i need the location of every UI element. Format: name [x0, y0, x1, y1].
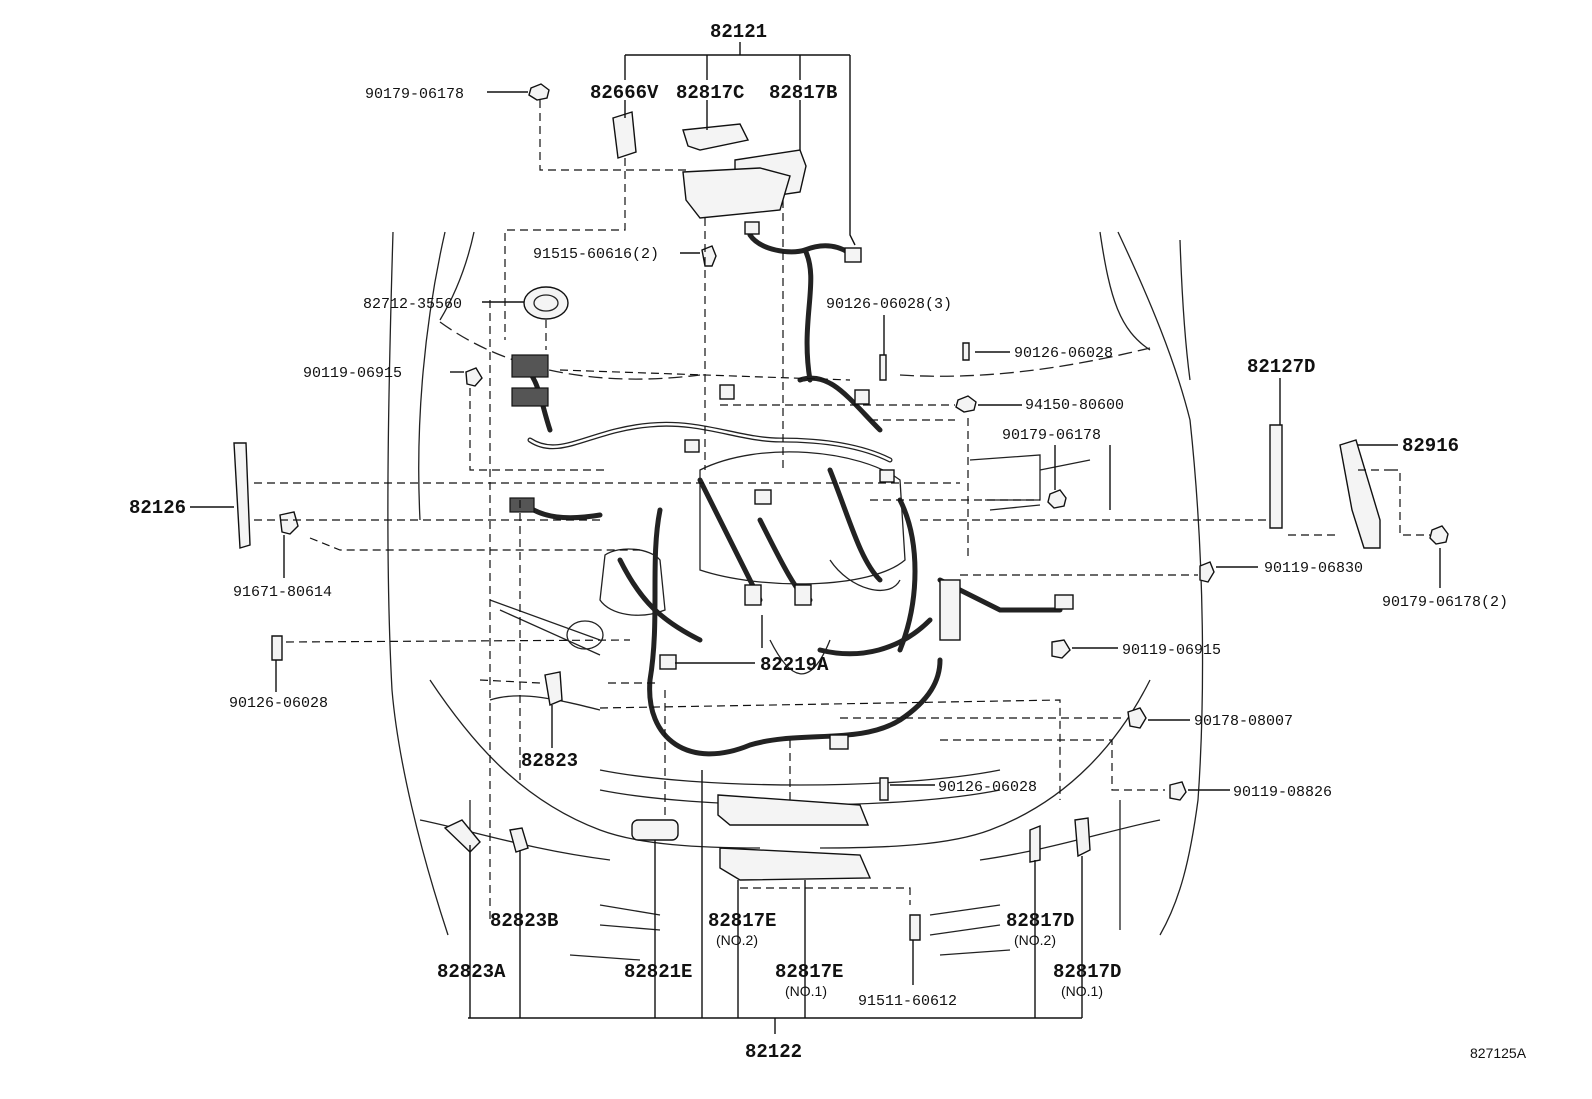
label-82122: 82122 [745, 1041, 802, 1063]
label-82666v: 82666V [590, 82, 659, 104]
label-82821e: 82821E [624, 961, 692, 983]
label-90119-06915-right: 90119-06915 [1122, 642, 1221, 659]
label-82823b: 82823B [490, 910, 558, 932]
label-90126-06028-left: 90126-06028 [229, 695, 328, 712]
label-90126-06028-3: 90126-06028(3) [826, 296, 952, 313]
label-91515-60616: 91515-60616(2) [533, 246, 659, 263]
label-82817c: 82817C [676, 82, 744, 104]
label-90178-08007: 90178-08007 [1194, 713, 1293, 730]
label-91671-80614: 91671-80614 [233, 584, 332, 601]
label-91511-60612: 91511-60612 [858, 993, 957, 1010]
label-82712-35560: 82712-35560 [363, 296, 462, 313]
leader-lines [190, 42, 1441, 1034]
label-82823a: 82823A [437, 961, 506, 983]
label-82817d-no1: 82817D [1053, 961, 1121, 983]
label-82817d-no2: 82817D [1006, 910, 1074, 932]
label-82817b: 82817B [769, 82, 837, 104]
label-82817d-no2-note: (NO.2) [1014, 932, 1056, 948]
label-90119-06915-left: 90119-06915 [303, 365, 402, 382]
label-94150-80600: 94150-80600 [1025, 397, 1124, 414]
label-90179-06178-mid: 90179-06178 [1002, 427, 1101, 444]
part-number-labels: 82121 82666V 82817C 82817B 90179-06178 9… [129, 21, 1527, 1063]
label-90179-06178-2: 90179-06178(2) [1382, 594, 1508, 611]
label-90179-06178-top: 90179-06178 [365, 86, 464, 103]
label-82121: 82121 [710, 21, 767, 43]
label-82817e-no1: 82817E [775, 961, 843, 983]
label-82817e-no2-note: (NO.2) [716, 932, 758, 948]
engine-harness-assembly [489, 221, 1074, 757]
label-90126-06028-bottom: 90126-06028 [938, 779, 1037, 796]
label-82219a: 82219A [760, 654, 829, 676]
label-82823: 82823 [521, 750, 578, 772]
label-82817e-no1-note: (NO.1) [785, 983, 827, 999]
label-90126-06028-right: 90126-06028 [1014, 345, 1113, 362]
hardware-parts [233, 83, 1449, 941]
label-82916: 82916 [1402, 435, 1459, 457]
label-82127d: 82127D [1247, 356, 1315, 378]
diagram-reference-code: 827125A [1470, 1045, 1527, 1061]
label-82817d-no1-note: (NO.1) [1061, 983, 1103, 999]
label-90119-06830: 90119-06830 [1264, 560, 1363, 577]
label-82817e-no2: 82817E [708, 910, 776, 932]
label-90119-08826: 90119-08826 [1233, 784, 1332, 801]
nut-icon [528, 83, 550, 101]
label-82126: 82126 [129, 497, 186, 519]
